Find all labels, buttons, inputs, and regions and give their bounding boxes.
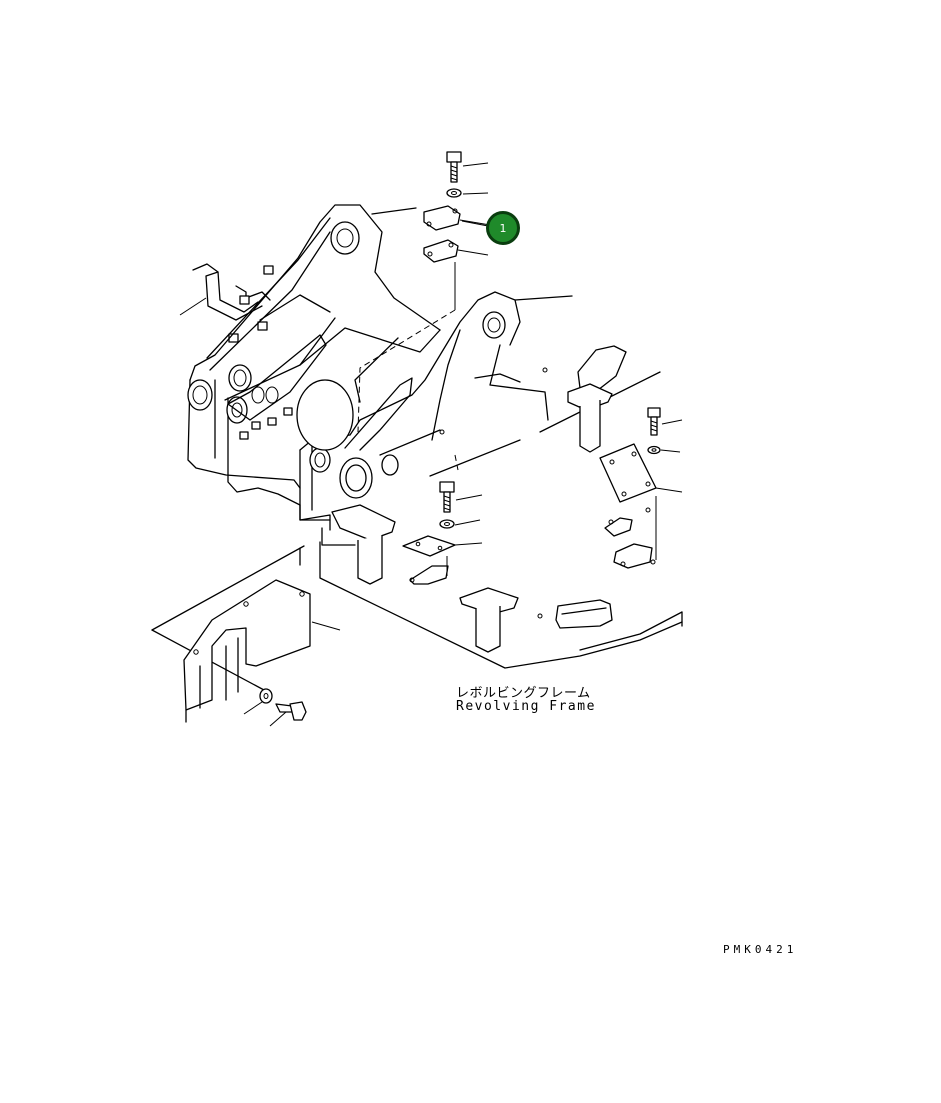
gasket [423, 239, 489, 310]
guide-line-2 [454, 454, 459, 471]
right-bolt [647, 407, 683, 455]
lower-cover [151, 545, 341, 723]
drawing-code: PMK0421 [723, 943, 798, 956]
callout-1-button[interactable]: 1 [486, 211, 520, 245]
top-washer [446, 188, 489, 198]
right-cover-plate [599, 443, 683, 560]
guide-line [357, 309, 456, 433]
boom-foot-bracket-right [296, 207, 573, 521]
boom-foot-bracket-left [187, 204, 441, 506]
top-bolt [446, 151, 489, 183]
frame-label-en: Revolving Frame [456, 699, 596, 714]
stopper-blocks [331, 383, 613, 653]
center-bolt [402, 481, 483, 576]
cover-plate [423, 205, 491, 231]
callout-number: 1 [499, 221, 507, 235]
lower-bolt [243, 688, 307, 727]
frame-label-jp: レボルビングフレーム [456, 686, 591, 701]
callout-leader [461, 220, 489, 227]
